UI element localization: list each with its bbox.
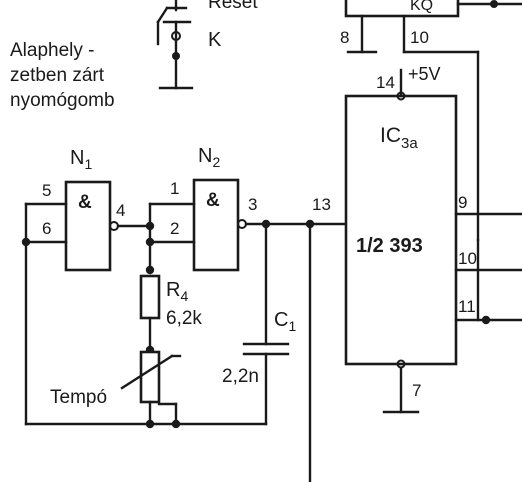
gate-n2-name: N2 xyxy=(198,145,220,170)
top-ic-pin-10: 10 xyxy=(410,28,429,47)
reset-pushbutton xyxy=(156,0,194,90)
capacitor-c1-value: 2,2n xyxy=(222,366,259,387)
capacitor-c1-name: C1 xyxy=(274,309,296,334)
gate-n1-pin-6: 6 xyxy=(42,219,51,238)
top-ic-fragment xyxy=(344,0,522,242)
gate-n2-pin-2: 2 xyxy=(170,219,179,238)
resistor-r4 xyxy=(139,265,161,352)
gate-n2-symbol: & xyxy=(206,190,220,211)
junction-n2-input-a xyxy=(145,221,155,231)
ic-pin-10: 10 xyxy=(458,249,477,268)
junction-n1-input xyxy=(21,237,31,247)
resistor-r4-name: R4 xyxy=(166,279,188,304)
ic-pin-11: 11 xyxy=(458,297,476,316)
gate-n2-pin-1: 1 xyxy=(170,179,179,198)
ic-supply-label: +5V xyxy=(408,64,441,84)
ic-3a-body xyxy=(344,68,522,414)
ic-3a-part: 1/2 393 xyxy=(356,235,423,257)
gate-n2-pin-3: 3 xyxy=(248,195,257,214)
gate-n1-symbol: & xyxy=(78,192,92,213)
bottom-rail xyxy=(24,419,268,429)
top-ic-pin-8: 8 xyxy=(340,28,349,47)
potentiometer-label: Tempó xyxy=(50,387,107,408)
top-ic-label: KQ xyxy=(410,0,433,14)
resistor-r4-value: 6,2k xyxy=(166,308,202,329)
gate-n1-pin-5: 5 xyxy=(42,181,51,200)
potentiometer-tempo xyxy=(120,345,182,426)
gate-n1-name: N1 xyxy=(70,147,92,172)
gate-n1 xyxy=(24,180,152,426)
capacitor-c1 xyxy=(242,222,290,426)
gate-n2 xyxy=(148,178,348,272)
reset-label: Reset xyxy=(208,0,258,13)
ic-pin-14: 14 xyxy=(376,73,395,92)
gate-n1-pin-4: 4 xyxy=(116,201,125,220)
caption-line-1: Alaphely - xyxy=(10,40,95,61)
caption-line-2: zetben zárt xyxy=(10,65,105,86)
caption-line-3: nyomógomb xyxy=(10,90,115,111)
ic-pin-13: 13 xyxy=(312,195,331,214)
ic-3a-name: IC3a xyxy=(380,124,418,152)
junction-n2-input-b xyxy=(145,237,155,247)
key-label: K xyxy=(208,29,222,51)
ic-pin-9: 9 xyxy=(458,193,467,212)
ic-pin-7: 7 xyxy=(412,381,421,400)
